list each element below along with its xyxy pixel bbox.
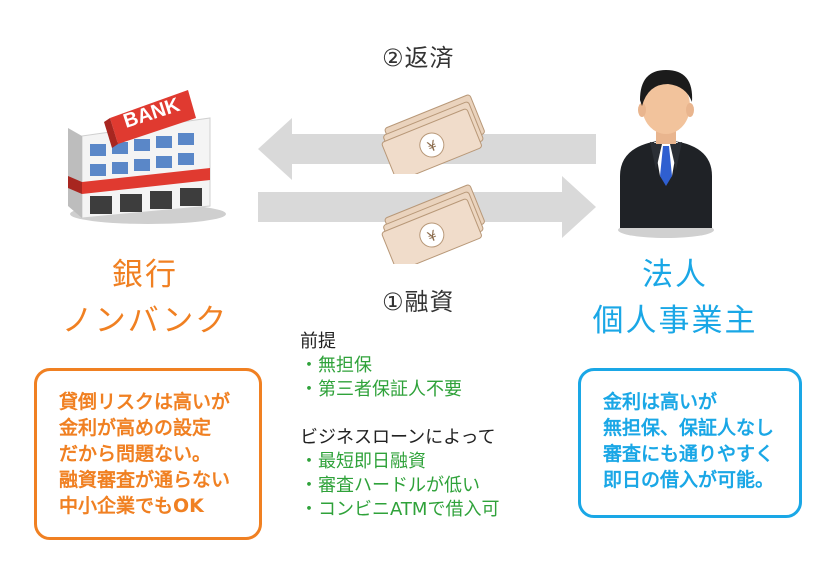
borrower-name: 法人 個人事業主 bbox=[570, 252, 780, 344]
business-loan-item: ・コンビニATMで借入可 bbox=[300, 499, 500, 520]
conditions-block: 前提 ・無担保 ・第三者保証人不要 ビジネスローンによって ・最短即日融資 ・審… bbox=[300, 330, 570, 522]
bank-note-line: 貸倒リスクは高いが bbox=[59, 391, 231, 413]
premise-item: ・第三者保証人不要 bbox=[300, 379, 462, 400]
borrower-note-line: 即日の借入が可能。 bbox=[603, 469, 775, 491]
borrower-note-box: 金利は高いが 無担保、保証人なし 審査にも通りやすく 即日の借入が可能。 bbox=[578, 368, 802, 518]
bank-name-line: 銀行 bbox=[112, 257, 178, 293]
borrower-note-line: 金利は高いが bbox=[603, 391, 718, 413]
yen-banknotes-icon: ¥ bbox=[381, 94, 485, 174]
bank-name-line: ノンバンク bbox=[61, 303, 229, 339]
bank-note-line: だから問題ない。 bbox=[59, 443, 212, 465]
premise-heading: 前提 bbox=[300, 331, 336, 352]
business-loan-item: ・最短即日融資 bbox=[300, 451, 426, 472]
borrower-name-line: 法人 bbox=[642, 257, 708, 293]
borrower-name-line: 個人事業主 bbox=[592, 303, 758, 339]
loan-label: ①融資 bbox=[382, 288, 455, 316]
yen-banknotes-icon: ¥ bbox=[381, 184, 485, 264]
repay-label: ②返済 bbox=[382, 44, 455, 72]
borrower-note-line: 審査にも通りやすく bbox=[603, 443, 775, 465]
bank-note-box: 貸倒リスクは高いが 金利が高めの設定 だから問題ない。 融資審査が通らない 中小… bbox=[34, 368, 262, 540]
borrower-note-line: 無担保、保証人なし bbox=[603, 417, 775, 439]
bank-note-line: 融資審査が通らない bbox=[59, 469, 231, 491]
premise-item: ・無担保 bbox=[300, 355, 372, 376]
bank-name: 銀行 ノンバンク bbox=[60, 252, 230, 344]
business-loan-heading: ビジネスローンによって bbox=[300, 427, 496, 448]
bank-note-line: 金利が高めの設定 bbox=[59, 417, 212, 439]
businessman-icon bbox=[618, 70, 714, 238]
bank-building-icon: BANK bbox=[68, 90, 226, 224]
business-loan-item: ・審査ハードルが低い bbox=[300, 475, 480, 496]
bank-note-line: 中小企業でもOK bbox=[59, 495, 204, 517]
